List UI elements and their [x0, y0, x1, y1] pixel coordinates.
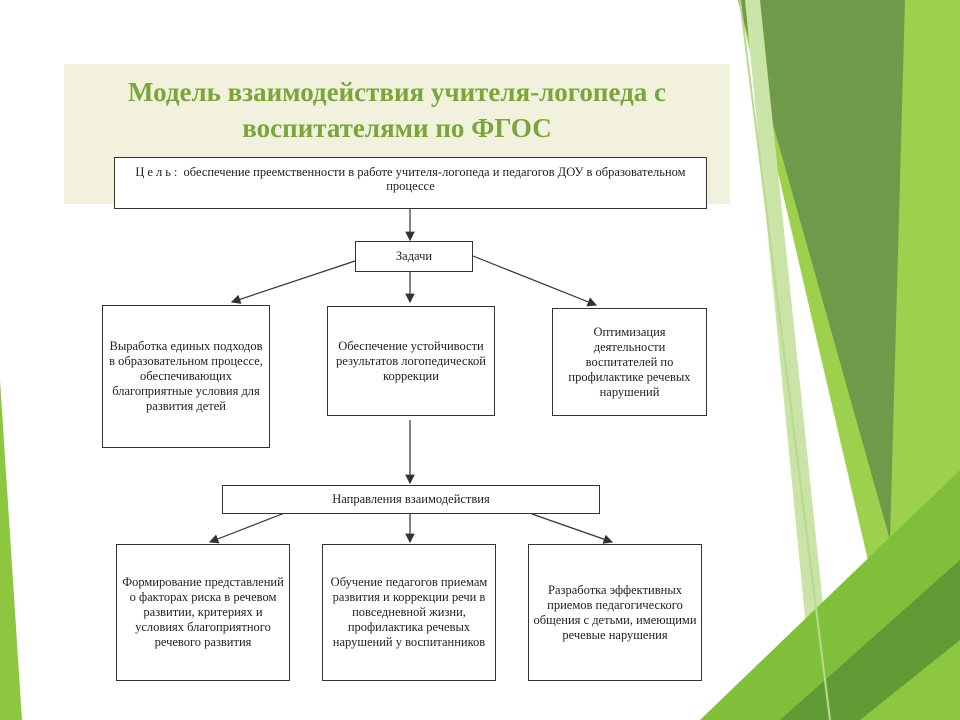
deco-shape: [0, 380, 22, 720]
slide-title: Модель взаимодействия учителя-логопеда с…: [128, 77, 666, 143]
deco-shape: [745, 0, 835, 720]
task-text: Выработка единых подходов в образователь…: [109, 339, 263, 413]
direction-text: Обучение педагогов приемам развития и ко…: [330, 575, 488, 649]
direction-text: Формирование представлений о факторах ри…: [122, 575, 284, 649]
goal-label: Цель:: [135, 165, 181, 179]
task-text: Оптимизация деятельности воспитателей по…: [568, 324, 691, 399]
tasks-header: Задачи: [355, 241, 473, 272]
direction-box: Формирование представлений о факторах ри…: [116, 544, 290, 681]
direction-box: Обучение педагогов приемам развития и ко…: [322, 544, 496, 681]
tasks-header-label: Задачи: [395, 249, 433, 263]
task-box: Выработка единых подходов в образователь…: [102, 305, 270, 448]
direction-text: Разработка эффективных приемов педагогич…: [533, 582, 697, 642]
directions-header-label: Направления взаимодействия: [332, 492, 490, 506]
deco-line: [739, 0, 831, 720]
direction-box: Разработка эффективных приемов педагогич…: [528, 544, 702, 681]
task-box: Оптимизация деятельности воспитателей по…: [552, 308, 707, 416]
deco-shape: [860, 640, 960, 720]
task-box: Обеспечение устойчивости результатов лог…: [327, 306, 495, 416]
task-text: Обеспечение устойчивости результатов лог…: [336, 338, 486, 383]
goal-text: обеспечение преемственности в работе учи…: [183, 165, 686, 193]
deco-shape: [738, 0, 905, 540]
directions-header: Направления взаимодействия: [222, 485, 600, 514]
goal-box: Цель: обеспечение преемственности в рабо…: [114, 157, 707, 209]
